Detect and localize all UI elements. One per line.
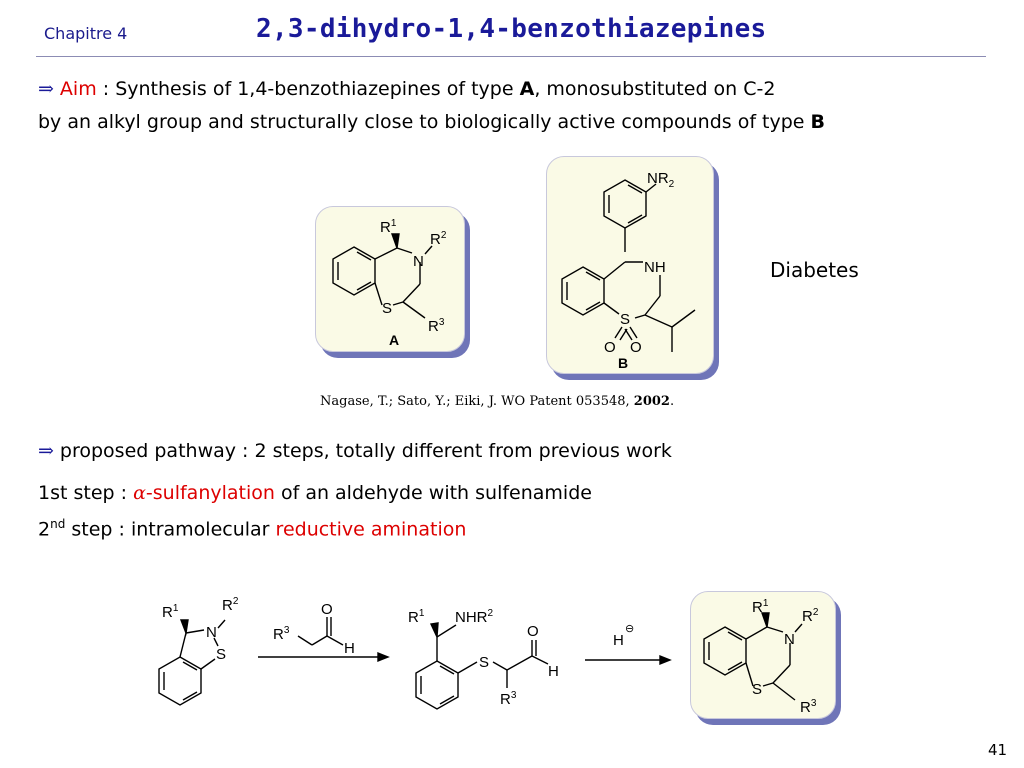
step-1-line: 1st step : α-sulfanylation of an aldehyd…	[38, 482, 592, 504]
b-o-right: O	[630, 339, 642, 356]
aim-type-a: A	[519, 78, 535, 100]
intermediate-r1: R1	[408, 608, 425, 626]
b-o-left: O	[604, 339, 616, 356]
intermediate-benzene-ring	[415, 660, 459, 710]
structure-a-label: A	[389, 332, 399, 348]
implies-arrow-icon: ⇒	[38, 440, 54, 462]
aldehyde-h: H	[344, 640, 355, 657]
product-s: S	[752, 681, 762, 698]
intermediate-h: H	[548, 663, 559, 680]
step-2-text: step : intramolecular	[65, 518, 276, 541]
b-aryl-ring	[603, 179, 647, 229]
aldehyde-o: O	[321, 601, 333, 618]
reactant-benzene-ring	[158, 656, 202, 706]
product-n: N	[784, 631, 795, 648]
product-benzene-ring	[703, 626, 747, 676]
citation-end: .	[669, 394, 675, 409]
intermediate-nhr2: NHR2	[455, 608, 494, 626]
slide-title: 2,3-dihydro-1,4-benzothiazepines	[256, 14, 767, 44]
alpha-symbol: α	[133, 482, 146, 504]
a-r2: R2	[430, 230, 447, 248]
b-nh: NH	[644, 259, 666, 276]
structure-a-box	[315, 206, 465, 352]
aim-text-3: by an alkyl group and structurally close…	[38, 111, 811, 133]
implies-arrow-icon: ⇒	[38, 78, 54, 100]
diabetes-label: Diabetes	[770, 258, 859, 282]
structure-b-label: B	[618, 355, 628, 371]
step-2-num: 2	[38, 518, 51, 541]
b-nr2: NR2	[647, 170, 675, 190]
a-s: S	[382, 300, 392, 317]
pathway-line: ⇒proposed pathway : 2 steps, totally dif…	[38, 440, 672, 462]
a-r3: R3	[428, 317, 445, 335]
product-r2: R2	[802, 607, 819, 625]
citation: Nagase, T.; Sato, Y.; Eiki, J. WO Patent…	[320, 394, 674, 409]
a-r1: R1	[380, 218, 397, 236]
pathway-text: proposed pathway : 2 steps, totally diff…	[59, 440, 672, 462]
aim-text-2: , monosubstituted on C-2	[534, 78, 776, 100]
aim-keyword: Aim	[59, 78, 97, 100]
product-r1: R1	[752, 598, 769, 616]
aldehyde-r3: R3	[273, 625, 290, 643]
step-1-highlight: -sulfanylation	[145, 482, 275, 504]
aim-type-b: B	[810, 111, 826, 133]
step-2-line: 2nd step : intramolecular reductive amin…	[38, 517, 466, 540]
b-s: S	[620, 311, 630, 328]
title-divider	[36, 56, 986, 57]
intermediate-o: O	[527, 623, 539, 640]
step-2-sup: nd	[50, 517, 66, 531]
step-1-prefix: 1st step :	[38, 482, 134, 504]
reactant-s: S	[216, 646, 226, 663]
hydride-h: H	[613, 632, 624, 649]
intermediate-s: S	[479, 654, 489, 671]
minus-charge-icon: ⊖	[625, 623, 634, 635]
reactant-r2: R2	[222, 596, 239, 614]
reactant-n: N	[206, 624, 217, 641]
a-n: N	[413, 253, 424, 270]
aim-text-1: : Synthesis of 1,4-benzothiazepines of t…	[96, 78, 520, 100]
step-1-suffix: of an aldehyde with sulfenamide	[274, 482, 592, 504]
citation-year: 2002	[633, 394, 670, 409]
citation-text: Nagase, T.; Sato, Y.; Eiki, J. WO Patent…	[320, 394, 634, 409]
aim-line-1: ⇒Aim : Synthesis of 1,4-benzothiazepines…	[38, 78, 775, 100]
product-r3: R3	[800, 698, 817, 716]
aim-line-2: by an alkyl group and structurally close…	[38, 111, 825, 133]
a-benzene-ring	[332, 246, 376, 296]
intermediate-r3: R3	[500, 690, 517, 708]
b-benzene-ring	[561, 266, 605, 316]
chapter-label: Chapitre 4	[44, 24, 128, 43]
page-number: 41	[988, 741, 1008, 759]
reactant-r1: R1	[162, 603, 179, 621]
step-2-highlight: reductive amination	[275, 518, 467, 541]
